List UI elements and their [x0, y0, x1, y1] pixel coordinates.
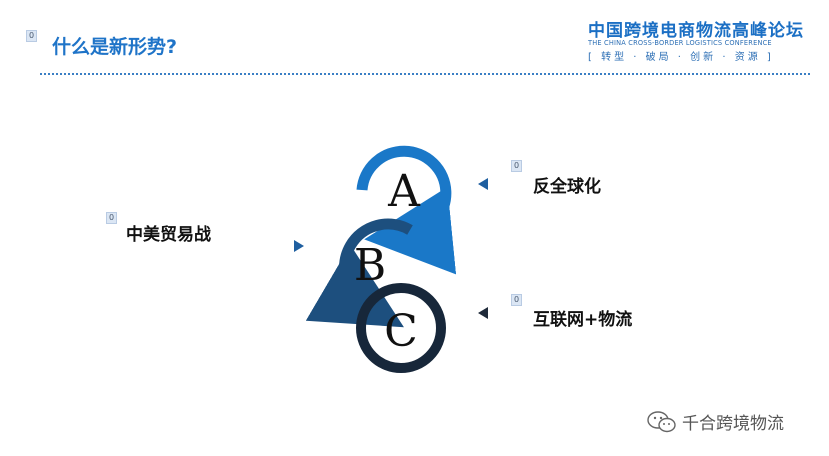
- label-anti-globalization: 反全球化: [533, 177, 601, 197]
- pointer-triangle-left: [294, 240, 304, 252]
- conference-logo-english: THE CHINA CROSS-BORDER LOGISTICS CONFERE…: [588, 39, 772, 47]
- wechat-icon: [647, 411, 676, 433]
- label-internet-logistics: 互联网+物流: [533, 310, 633, 330]
- pointer-triangle-a: [478, 178, 488, 190]
- conference-tagline: [ 转型 · 破局 · 创新 · 资源 ]: [588, 52, 774, 63]
- watermark-text: 千合跨境物流: [682, 414, 784, 434]
- cycle-letter-c: C: [384, 306, 418, 357]
- cycle-ring-a: [356, 145, 457, 275]
- page-title: 什么是新形势?: [52, 36, 178, 58]
- cycle-ring-c: [356, 283, 446, 373]
- pointer-triangle-c: [478, 307, 488, 319]
- text-placeholder-marker: 0: [106, 212, 117, 224]
- text-placeholder-marker: 0: [26, 30, 37, 42]
- cycle-letter-a: A: [387, 166, 421, 217]
- cycle-letter-b: B: [354, 240, 386, 291]
- header-divider: [40, 73, 810, 75]
- label-trade-war: 中美贸易战: [126, 225, 211, 245]
- cycle-ring-b: [305, 218, 413, 328]
- text-placeholder-marker: 0: [511, 294, 522, 306]
- conference-logo-name: 中国跨境电商物流高峰论坛: [588, 21, 804, 41]
- text-placeholder-marker: 0: [511, 160, 522, 172]
- abc-cycle-diagram: A B C: [305, 145, 457, 373]
